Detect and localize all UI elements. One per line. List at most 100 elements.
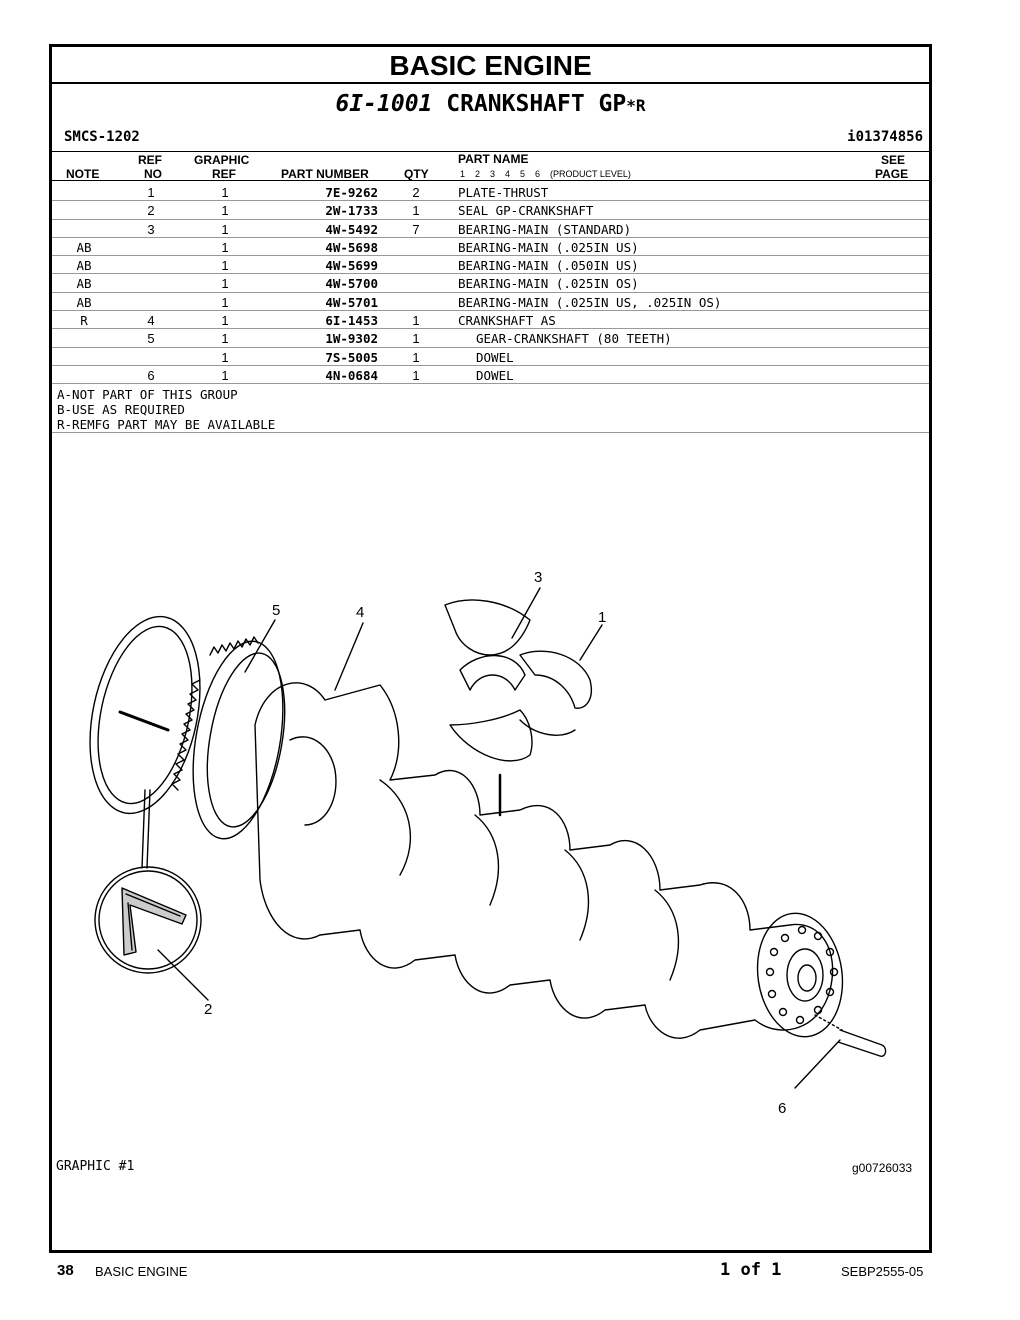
- page-frame: BASIC ENGINE 6I-1001 CRANKSHAFT GP*R SMC…: [49, 44, 932, 1253]
- section-title: BASIC ENGINE: [52, 47, 929, 84]
- cell-qty: 1: [412, 331, 420, 347]
- cell-ref-no: 1: [147, 185, 155, 200]
- cell-part-name: BEARING-MAIN (.050IN US): [458, 258, 639, 274]
- footer-section: BASIC ENGINE: [95, 1264, 188, 1279]
- callout-6: 6: [778, 1100, 786, 1117]
- callout-4: 4: [356, 604, 364, 621]
- cell-graphic-ref: 1: [221, 221, 229, 237]
- cell-qty: 2: [412, 185, 420, 200]
- main-bearing-upper: [444, 599, 531, 656]
- cell-graphic-ref: 1: [221, 349, 229, 365]
- cell-part-name: BEARING-MAIN (.025IN US, .025IN OS): [458, 294, 722, 310]
- cell-part-name: BEARING-MAIN (.025IN US): [458, 239, 639, 255]
- cell-part-number: 4W-5701: [325, 294, 378, 310]
- cell-part-number: 6I-1453: [325, 313, 378, 329]
- cell-part-number: 1W-9302: [325, 331, 378, 347]
- cell-part-name: BEARING-MAIN (STANDARD): [458, 221, 632, 237]
- notes-block: A-NOT PART OF THIS GROUP B-USE AS REQUIR…: [52, 387, 929, 433]
- cell-part-number: 4W-5699: [325, 258, 378, 274]
- dowel: [837, 1029, 887, 1057]
- thrust-plate: [519, 650, 592, 709]
- page-footer: 38 BASIC ENGINE 1 of 1 SEBP2555-05: [0, 1258, 1020, 1288]
- cell-part-name: CRANKSHAFT AS: [458, 313, 556, 329]
- group-number: 6I-1001: [335, 91, 433, 117]
- callout-3: 3: [534, 569, 542, 586]
- callout-5: 5: [272, 602, 280, 619]
- header-part-number: PART NUMBER: [281, 167, 369, 181]
- header-ref-bottom: NO: [144, 167, 162, 181]
- cell-part-name: PLATE-THRUST: [458, 185, 549, 200]
- cell-qty: 1: [412, 349, 420, 365]
- header-ref-top: REF: [138, 153, 162, 167]
- cell-graphic-ref: 1: [221, 203, 229, 219]
- crankshaft-gear: [192, 640, 284, 840]
- group-title: 6I-1001 CRANKSHAFT GP*R: [52, 87, 929, 121]
- header-see-bottom: PAGE: [875, 167, 909, 181]
- graphic-label: GRAPHIC #1: [56, 1159, 135, 1174]
- header-part-name: PART NAME: [458, 152, 529, 166]
- cell-graphic-ref: 1: [221, 276, 229, 292]
- table-row: AB 1 4W-5701 BEARING-MAIN (.025IN US, .025I…: [52, 293, 929, 312]
- cell-part-name: DOWEL: [476, 367, 514, 383]
- cell-qty: 1: [412, 203, 420, 219]
- page-number: 38: [57, 1262, 74, 1279]
- main-bearing-lower: [449, 709, 533, 762]
- table-row: 3 1 4W-5492 7 BEARING-MAIN (STANDARD): [52, 220, 929, 238]
- callout-2: 2: [204, 1001, 212, 1018]
- smcs-row: SMCS-1202 i01374856: [52, 127, 929, 147]
- cell-part-number: 7S-5005: [325, 349, 378, 365]
- header-qty: QTY: [404, 167, 429, 181]
- note-a: A-NOT PART OF THIS GROUP: [57, 387, 238, 402]
- callout-1: 1: [598, 609, 606, 626]
- cell-graphic-ref: 1: [221, 239, 229, 255]
- cell-note: R: [80, 313, 88, 329]
- cell-graphic-ref: 1: [221, 313, 229, 329]
- header-see-top: SEE: [881, 153, 906, 167]
- cell-part-name: SEAL GP-CRANKSHAFT: [458, 203, 594, 219]
- page-of: 1 of 1: [720, 1260, 782, 1280]
- cell-graphic-ref: 1: [221, 258, 229, 274]
- cell-note: AB: [76, 294, 92, 310]
- cell-graphic-ref: 1: [221, 294, 229, 310]
- doc-number: SEBP2555-05: [841, 1264, 924, 1279]
- group-suffix: *R: [626, 96, 646, 115]
- cell-ref-no: 3: [147, 221, 155, 237]
- header-product-levels: 1 2 3 4 5 6 (PRODUCT LEVEL): [460, 169, 631, 179]
- cell-note: AB: [76, 258, 92, 274]
- cell-graphic-ref: 1: [221, 185, 229, 200]
- group-name: CRANKSHAFT GP: [432, 91, 627, 117]
- cell-ref-no: 2: [147, 203, 155, 219]
- graphic-id: g00726033: [852, 1161, 913, 1175]
- cell-part-number: 4N-0684: [325, 367, 378, 383]
- seal-detail-circle: [94, 866, 202, 974]
- cell-part-number: 4W-5700: [325, 276, 378, 292]
- crankshaft-illustration: 3 1 5 4 2 6: [89, 569, 887, 1117]
- cell-ref-no: 4: [147, 313, 155, 329]
- cell-part-number: 4W-5492: [325, 221, 378, 237]
- note-b: B-USE AS REQUIRED: [57, 402, 185, 417]
- note-r: R-REMFG PART MAY BE AVAILABLE: [57, 417, 276, 432]
- crankshaft-body: [254, 682, 834, 1039]
- cell-qty: 1: [412, 367, 420, 383]
- header-graphic-bottom: REF: [212, 167, 236, 181]
- cell-qty: 1: [412, 313, 420, 329]
- cell-part-number: 2W-1733: [325, 203, 378, 219]
- cell-ref-no: 6: [147, 367, 155, 383]
- header-note: NOTE: [66, 167, 100, 181]
- seal-ring-inner: [97, 625, 193, 805]
- table-row: 1 7S-5005 1 DOWEL: [52, 348, 929, 366]
- crankshaft-flange: [756, 912, 844, 1038]
- parts-table-header: NOTE REF NO GRAPHIC REF PART NUMBER QTY …: [52, 151, 929, 181]
- cell-part-name: DOWEL: [476, 349, 514, 365]
- table-row: R 4 1 6I-1453 1 CRANKSHAFT AS: [52, 311, 929, 330]
- cell-qty: 7: [412, 221, 420, 237]
- header-graphic-top: GRAPHIC: [194, 153, 250, 167]
- cell-ref-no: 5: [147, 331, 155, 347]
- cell-note: AB: [76, 239, 92, 255]
- table-row: 2 1 2W-1733 1 SEAL GP-CRANKSHAFT: [52, 201, 929, 220]
- illustration-id: i01374856: [847, 129, 923, 145]
